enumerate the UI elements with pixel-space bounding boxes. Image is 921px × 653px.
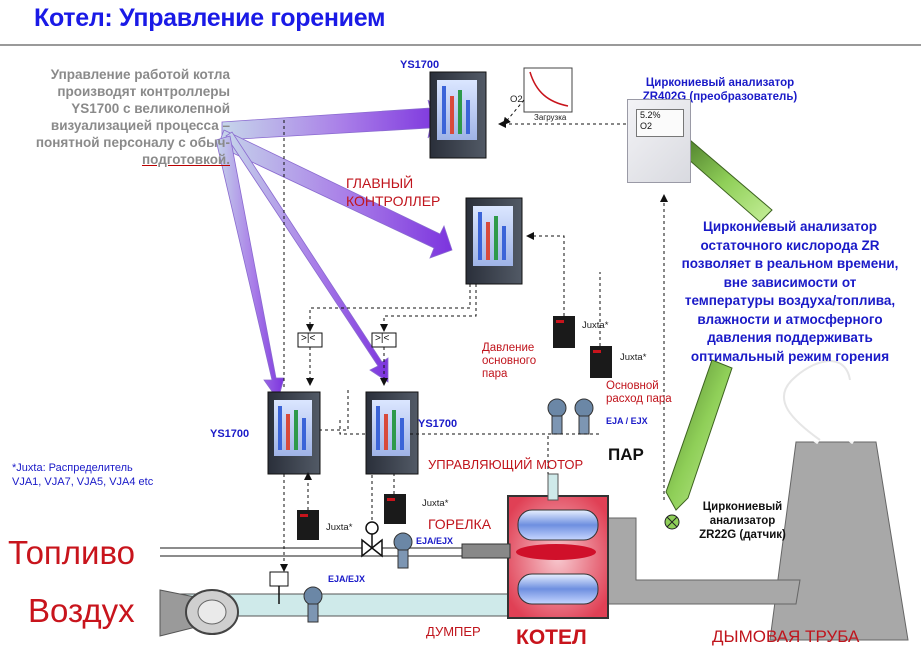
controller-icon [365,391,419,475]
air-label: Воздух [28,592,135,629]
analyzer-pointer [679,139,773,223]
steam-pressure-label: Давление основного пара [482,342,537,380]
analyzer-display: 5.2% O2 [636,109,684,137]
title-divider [0,44,921,46]
main-controller-label: ГЛАВНЫЙ КОНТРОЛЛЕР [346,175,441,209]
stack-label: ДЫМОВАЯ ТРУБА [712,627,860,646]
intro-line: YS1700 с великолепной [71,101,230,116]
ys1700-top-label: YS1700 [400,59,440,71]
intro-line: производят контроллеры [57,84,230,99]
sensor-title: Циркониевый анализатор ZR22G (датчик) [699,501,786,541]
selector-label: >|< [301,333,316,344]
juxta-label: Juxta* [620,352,647,363]
analyzer-title: Циркониевый анализатор ZR402G (преобразо… [642,77,798,103]
distributor-icon [297,316,612,540]
boiler [507,473,609,619]
juxta-note: *Juxta: Распределитель VJA1, VJA7, VJA5,… [12,462,154,488]
motor-label: УПРАВЛЯЮЩИЙ МОТОР [428,457,584,472]
valve-icon [361,521,383,558]
sensor-icon [664,514,680,530]
intro-line: Управление работой котла [50,67,230,82]
controller-link-arrows [215,99,453,401]
eja-label: EJA/EJX [416,536,454,546]
zr-description: Циркониевый анализатор остаточного кисло… [681,219,899,364]
intro-text: Управление работой котла производят конт… [10,66,230,168]
damper-icon [269,571,289,604]
o2-axis-label: O2 [510,94,523,105]
juxta-label: Juxta* [422,498,449,509]
intro-line: визуализацией процесса – [50,118,230,133]
burner [461,543,511,559]
chimney-stack [769,356,909,641]
fan-icon [159,589,239,637]
juxta-label: Juxta* [582,320,609,331]
selector-label: >|< [375,333,390,344]
controller-icon [465,197,523,285]
flame-icon [516,544,596,560]
ys1700-left-label: YS1700 [210,428,250,440]
intro-line: подготовкой. [141,152,230,167]
damper-label: ДУМПЕР [426,624,481,639]
burner-label: ГОРЕЛКА [428,516,492,532]
eja-label: EJA / EJX [606,416,648,426]
sensor-pointer [665,359,733,511]
fuel-label: Топливо [8,534,136,571]
load-axis-label: Загрузка [534,113,567,122]
boiler-label: КОТЕЛ [516,626,587,649]
page-title: Котел: Управление горением [34,4,386,32]
juxta-label: Juxta* [326,522,353,533]
signal-lines [280,99,668,572]
steam-label: ПАР [608,445,644,464]
ys1700-right-label: YS1700 [418,418,458,430]
eja-label: EJA/EJX [328,574,366,584]
controller-icon [429,71,487,159]
intro-line: понятной персоналу с обыч- [35,135,230,150]
controller-icon [267,391,321,475]
o2-load-chart [523,67,573,113]
steam-flow-label: Основной расход пара [606,380,672,405]
